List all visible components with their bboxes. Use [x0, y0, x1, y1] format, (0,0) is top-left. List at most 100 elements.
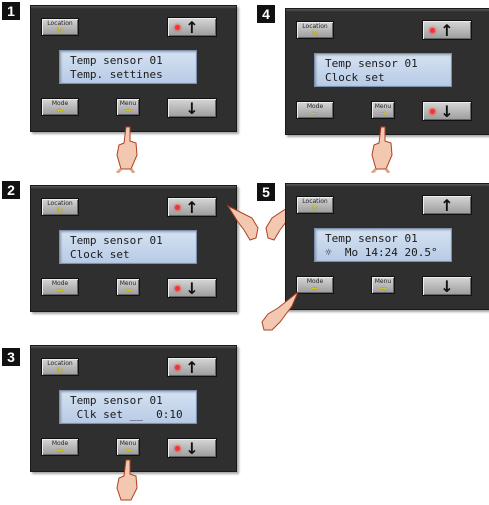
down-button[interactable]: ↓ [167, 98, 217, 118]
mode-label: Mode [51, 440, 69, 447]
lcd-line-2: ☼ Mo 14:24 20.5° [325, 246, 438, 259]
step-number-badge: 2 [2, 181, 20, 199]
step-number-badge: 3 [2, 348, 20, 366]
menu-label: Menu [374, 278, 392, 285]
lcd-display: Temp sensor 01 Clk set __ 0:10 [59, 390, 197, 424]
location-button[interactable]: Location↻ [296, 196, 334, 214]
refresh-icon: ↻ [56, 206, 64, 215]
menu-button[interactable]: Menu→ [116, 278, 140, 296]
refresh-icon: ↻ [56, 366, 64, 375]
pointing-hand-icon [261, 291, 299, 331]
location-button[interactable]: Location↻ [296, 21, 334, 39]
menu-button[interactable]: Menu→ [116, 438, 140, 456]
arrow-down-icon: ↓ [185, 279, 199, 298]
pointing-hand-icon [116, 459, 138, 501]
location-label: Location [302, 23, 328, 30]
arrow-down-icon: ↓ [440, 277, 454, 296]
arrow-left-icon: ← [56, 446, 64, 455]
arrow-right-icon: → [124, 446, 132, 455]
refresh-icon: ↻ [311, 204, 319, 213]
lcd-line-2: Temp. settines [70, 68, 163, 81]
mode-label: Mode [306, 278, 324, 285]
location-label: Location [302, 198, 328, 205]
led-indicator [175, 446, 180, 451]
arrow-right-icon: → [124, 286, 132, 295]
lcd-line-1: Temp sensor 01 [70, 394, 163, 407]
location-button[interactable]: Location↻ [41, 198, 79, 216]
menu-label: Menu [119, 280, 137, 287]
lcd-line-2: Clock set [325, 71, 385, 84]
lcd-line-1: Temp sensor 01 [70, 234, 163, 247]
lcd-line-2: Clock set [70, 248, 130, 261]
location-label: Location [47, 360, 73, 367]
arrow-down-icon: ↓ [185, 99, 199, 118]
menu-label: Menu [119, 440, 137, 447]
arrow-up-icon: ↑ [185, 18, 199, 37]
arrow-left-icon: ← [311, 284, 319, 293]
led-indicator [175, 25, 180, 30]
menu-label: Menu [374, 103, 392, 110]
led-indicator [175, 286, 180, 291]
menu-button[interactable]: Menu→ [371, 276, 395, 294]
arrow-down-icon: ↓ [440, 102, 454, 121]
arrow-up-icon: ↑ [185, 198, 199, 217]
mode-button[interactable]: Mode← [41, 98, 79, 116]
refresh-icon: ↻ [311, 29, 319, 38]
menu-button[interactable]: Menu→ [371, 101, 395, 119]
device-panel-step-5: Location↻ ↑ Temp sensor 01☼ Mo 14:24 20.… [285, 183, 489, 310]
arrow-up-icon: ↑ [440, 196, 454, 215]
led-indicator [430, 109, 435, 114]
arrow-up-icon: ↑ [185, 358, 199, 377]
arrow-left-icon: ← [56, 106, 64, 115]
mode-button[interactable]: Mode← [41, 278, 79, 296]
location-label: Location [47, 20, 73, 27]
arrow-left-icon: ← [56, 286, 64, 295]
up-button[interactable]: ↑ [167, 17, 217, 37]
step-number-badge: 4 [257, 5, 275, 23]
up-button[interactable]: ↑ [422, 20, 472, 40]
arrow-right-icon: → [124, 106, 132, 115]
up-button[interactable]: ↑ [422, 195, 472, 215]
pointing-hand-icon [115, 126, 138, 173]
arrow-up-icon: ↑ [440, 21, 454, 40]
device-panel-step-3: Location↻ ↑ Temp sensor 01 Clk set __ 0:… [30, 345, 237, 472]
down-button[interactable]: ↓ [167, 278, 217, 298]
down-button[interactable]: ↓ [422, 276, 472, 296]
mode-label: Mode [51, 280, 69, 287]
arrow-left-icon: ← [311, 109, 319, 118]
refresh-icon: ↻ [56, 26, 64, 35]
location-label: Location [47, 200, 73, 207]
down-button[interactable]: ↓ [167, 438, 217, 458]
led-indicator [430, 28, 435, 33]
lcd-line-1: Temp sensor 01 [70, 54, 163, 67]
lcd-line-1: Temp sensor 01 [325, 57, 418, 70]
up-button[interactable]: ↑ [167, 197, 217, 217]
mode-label: Mode [306, 103, 324, 110]
lcd-line-2: Clk set __ 0:10 [70, 408, 183, 421]
location-button[interactable]: Location↻ [41, 358, 79, 376]
mode-button[interactable]: Mode← [41, 438, 79, 456]
led-indicator [175, 365, 180, 370]
menu-button[interactable]: Menu→ [116, 98, 140, 116]
pointing-hand-icon [370, 126, 393, 173]
arrow-right-icon: → [379, 109, 387, 118]
led-indicator [175, 205, 180, 210]
down-button[interactable]: ↓ [422, 101, 472, 121]
mode-button[interactable]: Mode← [296, 276, 334, 294]
step-number-badge: 5 [257, 183, 275, 201]
lcd-line-1: Temp sensor 01 [325, 232, 418, 245]
up-button[interactable]: ↑ [167, 357, 217, 377]
menu-label: Menu [119, 100, 137, 107]
mode-button[interactable]: Mode← [296, 101, 334, 119]
mode-label: Mode [51, 100, 69, 107]
location-button[interactable]: Location↻ [41, 18, 79, 36]
step-number-badge: 1 [2, 2, 20, 20]
lcd-display: Temp sensor 01☼ Mo 14:24 20.5° [314, 228, 452, 262]
arrow-down-icon: ↓ [185, 439, 199, 458]
